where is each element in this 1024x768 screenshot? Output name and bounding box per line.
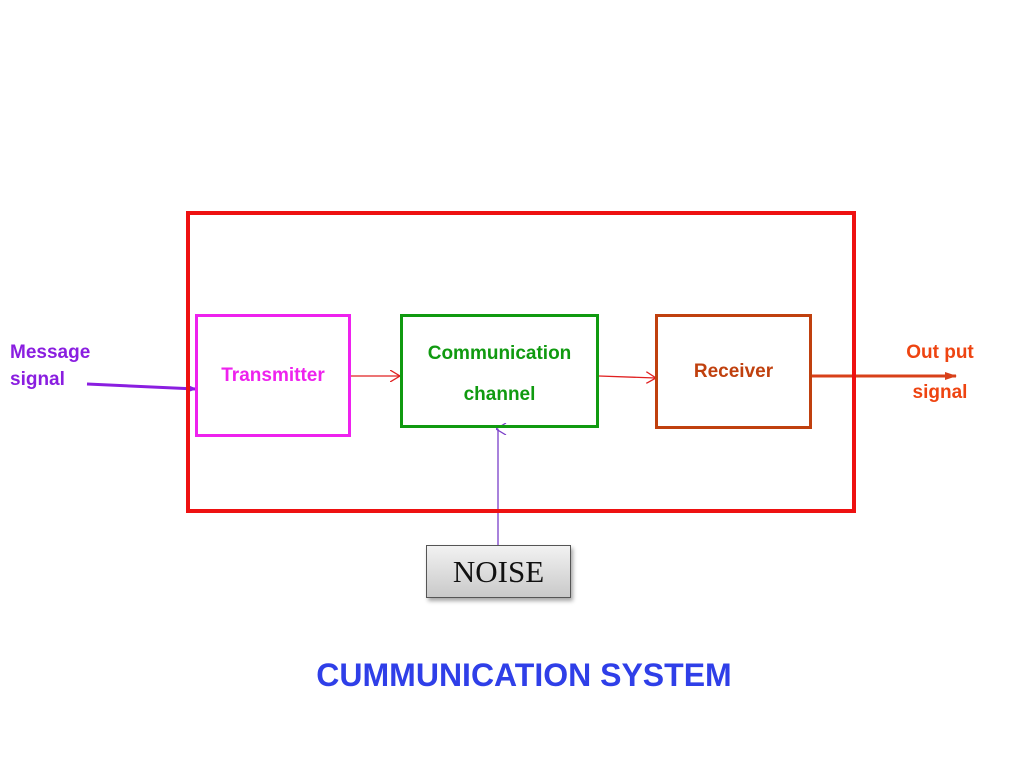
channel-label-line2: channel [463, 384, 536, 405]
input-arrow [86, 382, 197, 393]
input-label-line2: signal [10, 369, 65, 390]
output-label-line1: Out put [906, 342, 974, 363]
channel-to-rx-arrow [598, 376, 656, 378]
input-label-line1: Message [10, 342, 91, 363]
transmitter-label: Transmitter [221, 364, 325, 386]
output-label-line2: signal [912, 382, 968, 403]
channel-label-line1: Communication [427, 343, 572, 364]
transmitter-block: Transmitter [195, 314, 351, 437]
channel-block: Communication channel [400, 314, 599, 428]
communication-system-boundary [186, 211, 856, 513]
receiver-block: Receiver [655, 314, 812, 429]
noise-source-box: NOISE [426, 545, 571, 598]
receiver-label: Receiver [693, 360, 774, 382]
diagram-title: CUMMUNICATION SYSTEM [316, 657, 732, 693]
noise-label: NOISE [452, 553, 545, 589]
